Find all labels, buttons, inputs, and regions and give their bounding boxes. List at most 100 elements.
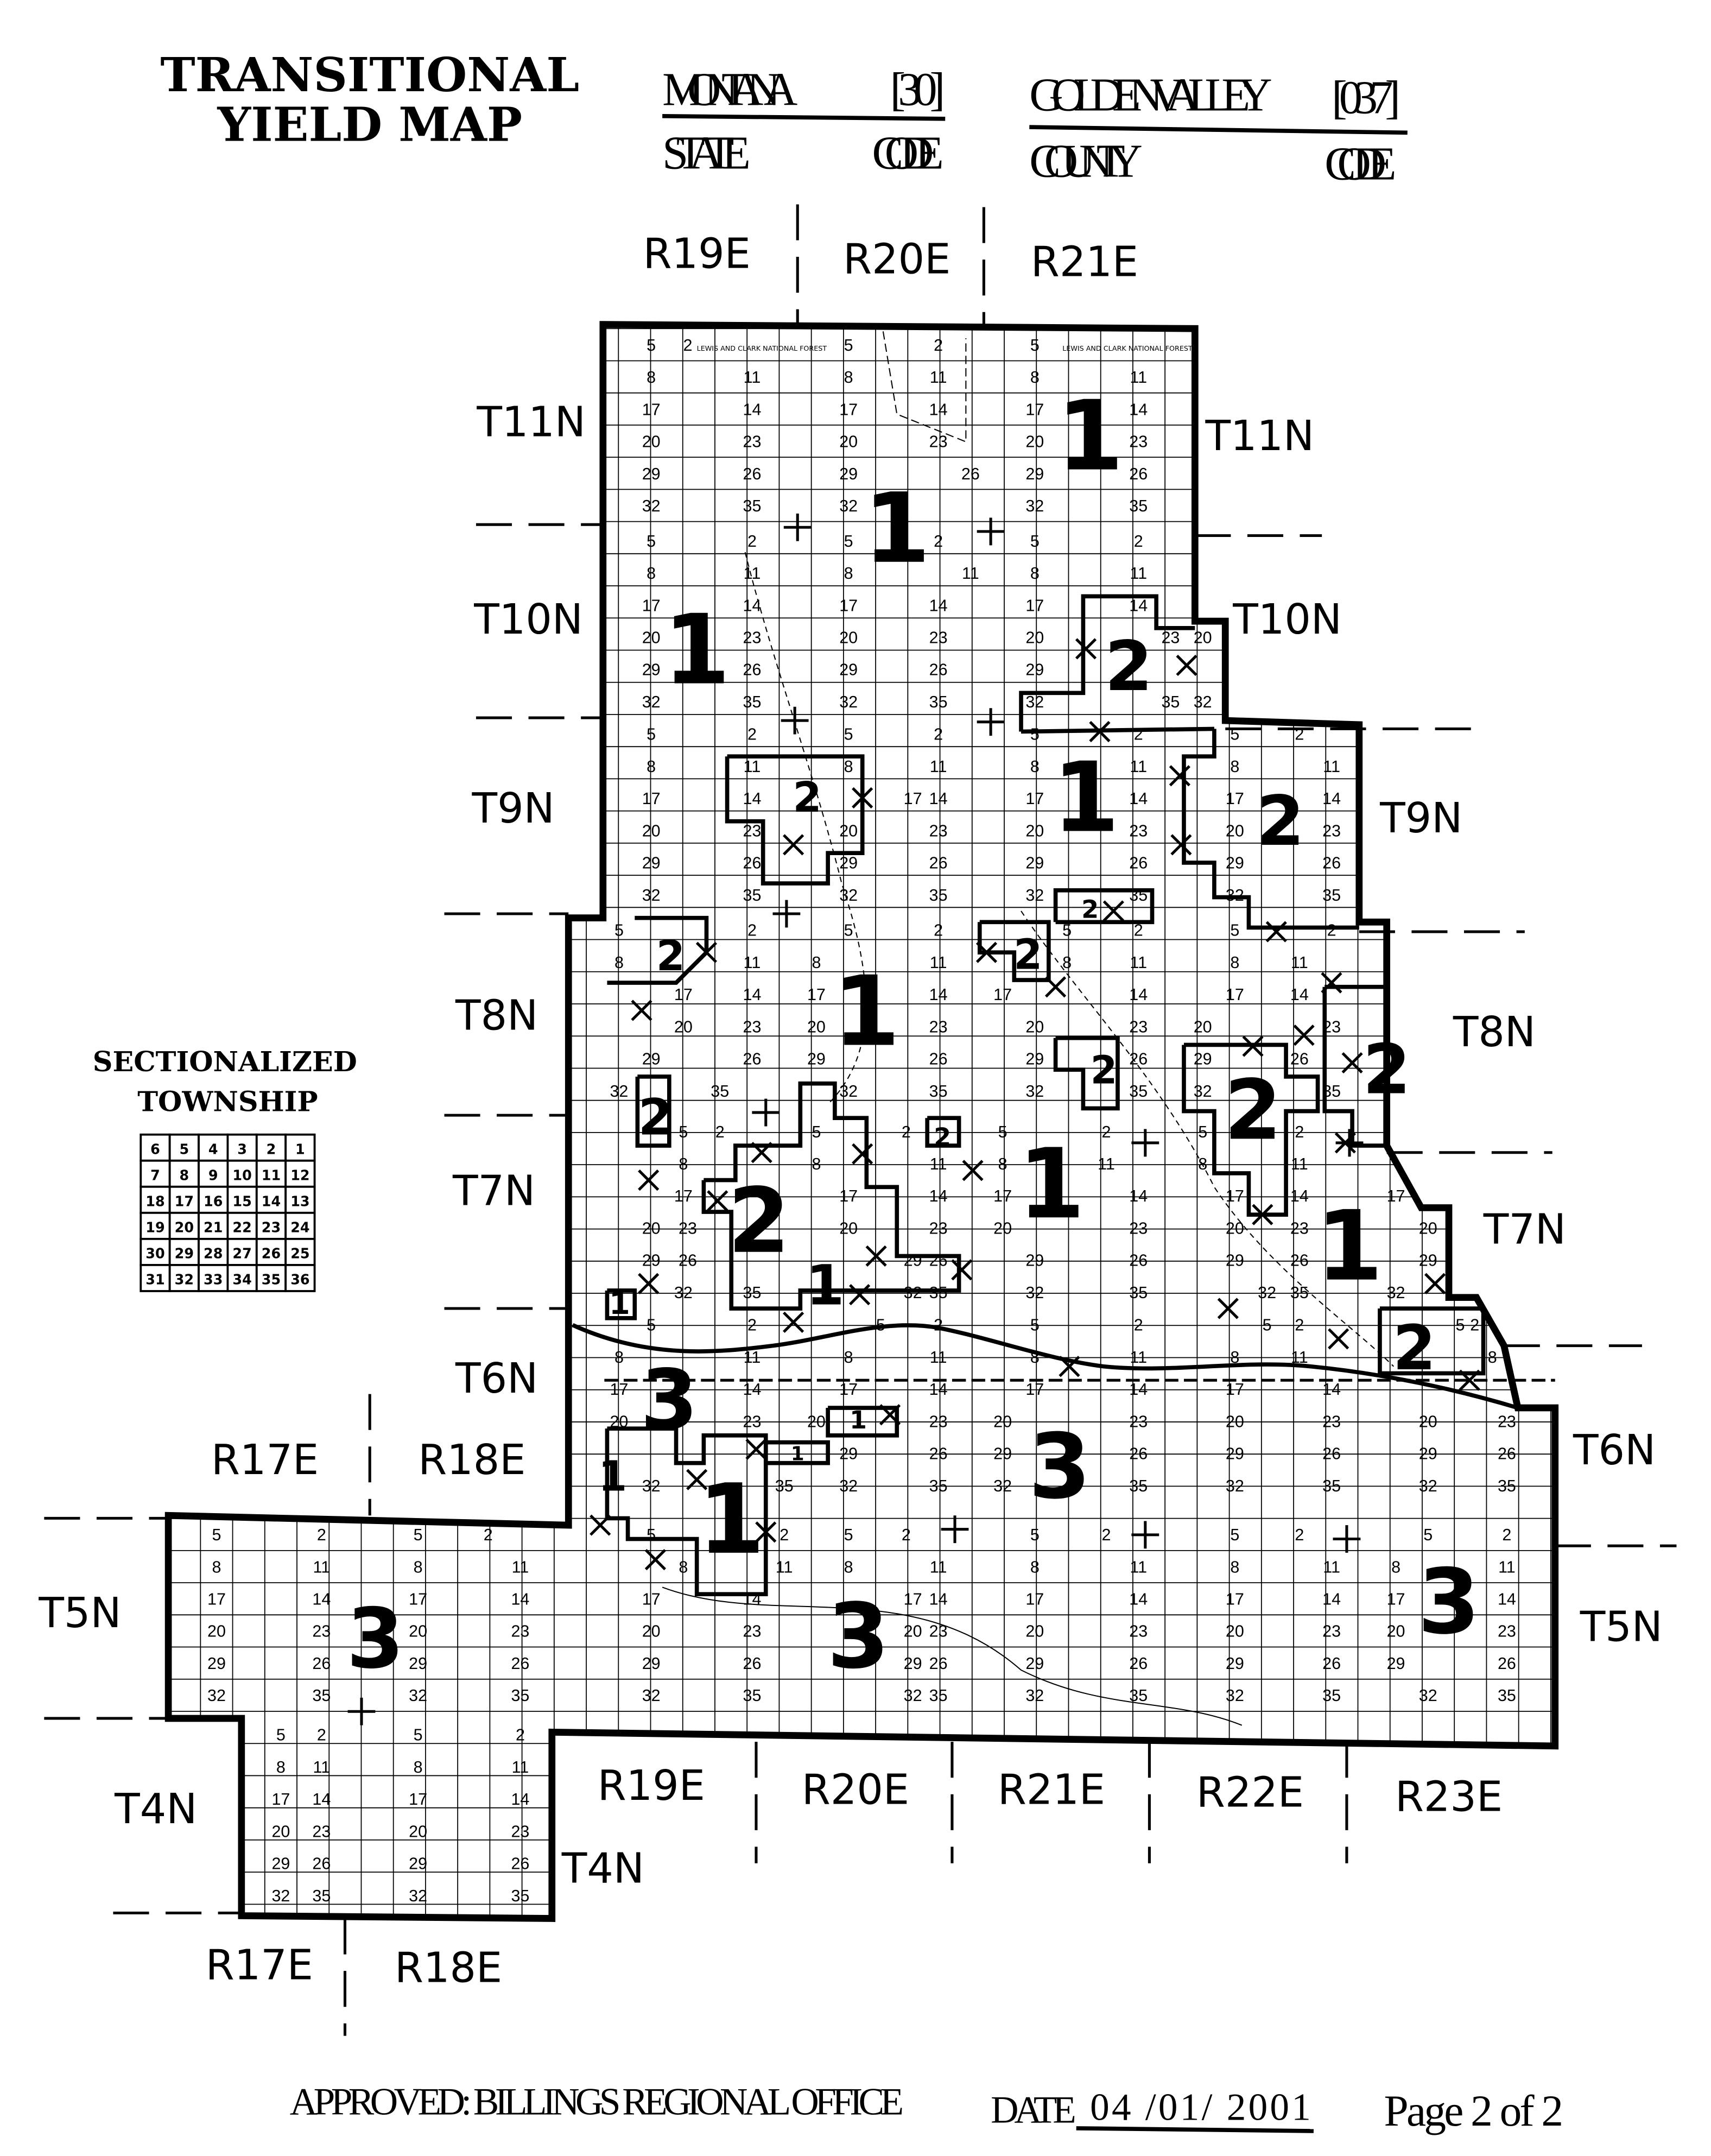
legend-section-cell	[226, 1264, 258, 1292]
section-number: 14	[743, 596, 762, 615]
section-number: 29	[1025, 1654, 1044, 1673]
zone-label: 2	[1257, 781, 1304, 861]
section-number: 14	[929, 789, 948, 808]
legend-section-number: 31	[145, 1272, 164, 1288]
section-number: 14	[743, 789, 762, 808]
section-number: 35	[1129, 1284, 1148, 1302]
section-number: 11	[1291, 953, 1308, 972]
section-number: 32	[904, 1686, 922, 1705]
x-mark-icon	[644, 1549, 667, 1571]
section-number: 2	[747, 532, 757, 551]
section-number: 8	[812, 1155, 821, 1173]
plus-mark-icon	[752, 1098, 780, 1127]
x-mark-icon	[783, 834, 804, 856]
section-number: 20	[642, 1219, 661, 1237]
section-number: 32	[642, 886, 661, 905]
legend-section-number: 24	[290, 1219, 309, 1235]
section-number: 5	[647, 1526, 656, 1544]
zone-label: 2	[656, 932, 685, 980]
section-number: 26	[929, 1251, 948, 1270]
state-name: MONTANA	[662, 63, 797, 115]
section-number: 2	[1295, 1123, 1304, 1141]
section-number: 26	[961, 465, 980, 483]
section-number: 35	[1322, 1082, 1341, 1101]
section-number: 11	[930, 368, 947, 387]
section-number: 17	[642, 400, 661, 419]
section-number: 17	[1226, 1187, 1244, 1205]
section-number: 14	[1322, 789, 1341, 808]
zone-label: 2	[728, 1169, 790, 1273]
section-number: 5	[998, 1123, 1007, 1141]
section-number: 17	[674, 985, 693, 1004]
section-number: 32	[839, 693, 858, 711]
zone-label: 1	[791, 1443, 804, 1465]
section-number: 5	[647, 725, 656, 744]
range-label: R20E	[802, 1766, 909, 1814]
section-number: 26	[1498, 1445, 1516, 1463]
legend-section-number: 28	[204, 1245, 223, 1261]
section-number: 35	[1129, 1686, 1148, 1705]
section-number: 20	[1387, 1622, 1405, 1641]
township-label: T4N	[561, 1844, 644, 1892]
zone-label: 1	[609, 1286, 630, 1322]
legend-section-number: 27	[232, 1245, 251, 1261]
legend-section-cell	[140, 1211, 171, 1240]
x-mark-icon	[755, 1521, 777, 1543]
section-number: 29	[904, 1251, 922, 1270]
section-number: 23	[1129, 1219, 1148, 1237]
section-number: 5	[844, 532, 853, 551]
section-number: 26	[1290, 1050, 1309, 1068]
x-mark-icon	[879, 1404, 901, 1426]
section-number: 2	[934, 725, 943, 744]
section-number: 11	[1130, 757, 1147, 776]
section-number: 29	[642, 465, 661, 483]
section-number: 17	[1226, 1590, 1244, 1609]
section-number: 23	[743, 629, 762, 647]
legend-section-number: 11	[262, 1167, 281, 1183]
section-number: 23	[743, 1017, 762, 1036]
township-label: T10N	[473, 595, 583, 643]
legend-section-number: 25	[290, 1245, 309, 1261]
legend-section-number: 15	[232, 1193, 251, 1209]
section-number: 29	[807, 1050, 826, 1068]
x-mark-icon	[1459, 1369, 1480, 1391]
section-number: 8	[1230, 1558, 1239, 1576]
zone-label: 3	[641, 1351, 698, 1448]
section-number: 32	[1258, 1284, 1276, 1302]
zone-label: 3	[346, 1590, 404, 1687]
section-number: 14	[743, 400, 762, 419]
section-number: 35	[929, 886, 948, 905]
x-mark-icon	[686, 1469, 708, 1490]
zone-label: 3	[1418, 1550, 1480, 1654]
section-number: 11	[1130, 564, 1147, 583]
plus-mark-icon	[781, 706, 809, 735]
section-number: 26	[1498, 1654, 1516, 1673]
section-number: 2	[902, 1123, 911, 1141]
section-number: 14	[929, 1380, 948, 1399]
legend-section-number: 13	[290, 1193, 309, 1209]
section-number: 5	[647, 1316, 656, 1335]
section-number: 32	[1025, 1082, 1044, 1101]
section-number: 23	[1322, 1412, 1341, 1431]
section-number: 5	[1062, 921, 1072, 940]
legend-section-number: 3	[237, 1141, 247, 1157]
date-label: DATE	[991, 2089, 1076, 2132]
section-number: 32	[1226, 1477, 1244, 1495]
section-number: 20	[409, 1822, 427, 1841]
section-number: 2	[747, 921, 757, 940]
section-number: 8	[1030, 564, 1040, 583]
zone-label: 1	[663, 594, 731, 706]
township-labels: T11N T10N T9N T8N T7N T6N T5N T4N T11N T…	[38, 397, 1662, 1892]
section-number: 17	[1387, 1590, 1405, 1609]
section-number: 23	[929, 821, 948, 840]
section-number: 26	[679, 1251, 697, 1270]
section-number: 8	[1230, 757, 1239, 776]
section-number: 35	[743, 693, 762, 711]
section-number: 29	[1419, 1445, 1437, 1463]
zone-label: 3	[827, 1584, 890, 1689]
zone-label: 2	[934, 1123, 951, 1152]
section-number: 8	[679, 1558, 688, 1576]
section-number: 5	[1198, 1123, 1207, 1141]
zone-label: 2	[1224, 1061, 1282, 1158]
